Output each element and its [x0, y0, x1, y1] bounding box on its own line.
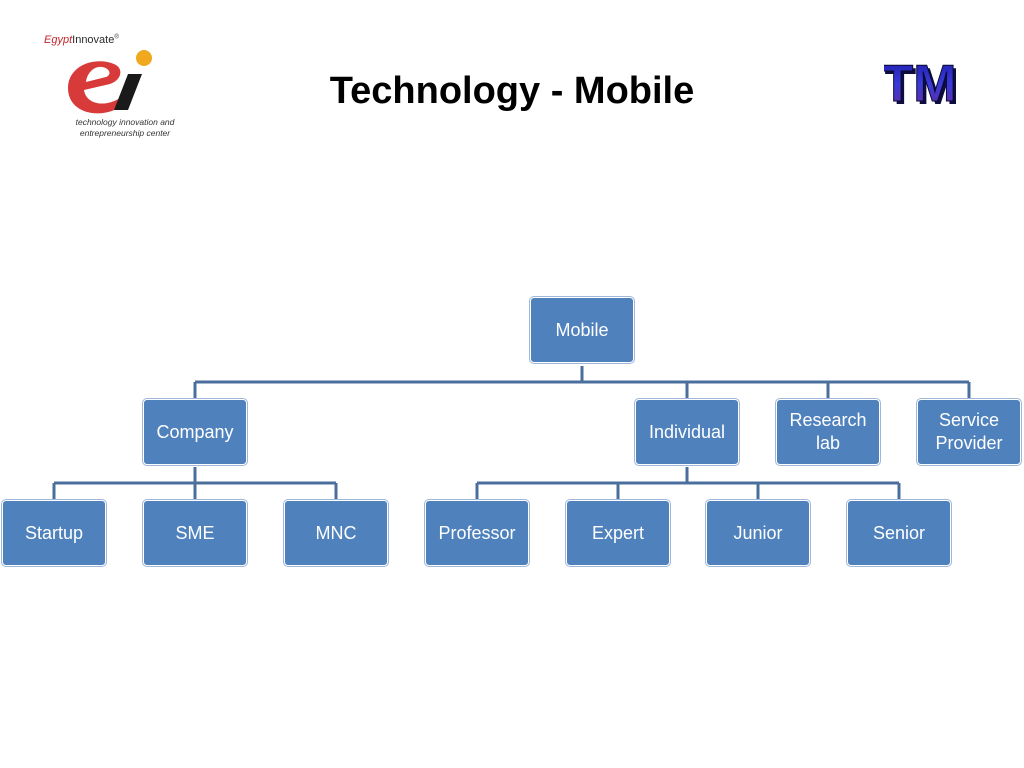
node-label: Company	[156, 421, 234, 442]
node-senior: Senior	[847, 500, 951, 566]
logo-tagline: technology innovation and entrepreneursh…	[75, 117, 175, 138]
tm-logo-icon: TM TM	[884, 56, 956, 116]
node-label: Senior	[872, 522, 926, 543]
logo-ei-mark-icon	[68, 50, 152, 114]
node-label: Startup	[24, 522, 84, 543]
tm-text: TM	[884, 56, 956, 113]
node-label: SME	[175, 522, 215, 543]
node-startup: Startup	[2, 500, 106, 566]
logo-registered-mark: ®	[114, 34, 119, 41]
node-research-lab: Research lab	[776, 399, 880, 465]
slide-title: Technology - Mobile	[329, 70, 695, 112]
node-expert: Expert	[566, 500, 670, 566]
node-junior: Junior	[706, 500, 810, 566]
tm-shadow: TM	[884, 58, 956, 116]
node-label: Mobile	[555, 319, 609, 340]
node-label: Individual	[648, 421, 726, 442]
node-label: Expert	[591, 522, 645, 543]
node-label: MNC	[315, 522, 357, 543]
node-label: Research lab	[789, 410, 867, 453]
node-sme: SME	[143, 500, 247, 566]
logo-brand: EgyptInnovate®	[44, 34, 119, 46]
node-company: Company	[143, 399, 247, 465]
node-label: Junior	[733, 522, 783, 543]
node-label: Service Provider	[935, 410, 1003, 453]
logo-brand-suffix: Innovate	[72, 34, 115, 46]
node-label: Professor	[438, 522, 516, 543]
node-mnc: MNC	[284, 500, 388, 566]
node-individual: Individual	[635, 399, 739, 465]
node-professor: Professor	[425, 500, 529, 566]
logo-brand-prefix: Egypt	[44, 34, 73, 46]
node-mobile: Mobile	[530, 297, 634, 363]
egyptinnovate-logo: EgyptInnovate® technology innovation and…	[40, 34, 200, 144]
node-service-provider: Service Provider	[917, 399, 1021, 465]
